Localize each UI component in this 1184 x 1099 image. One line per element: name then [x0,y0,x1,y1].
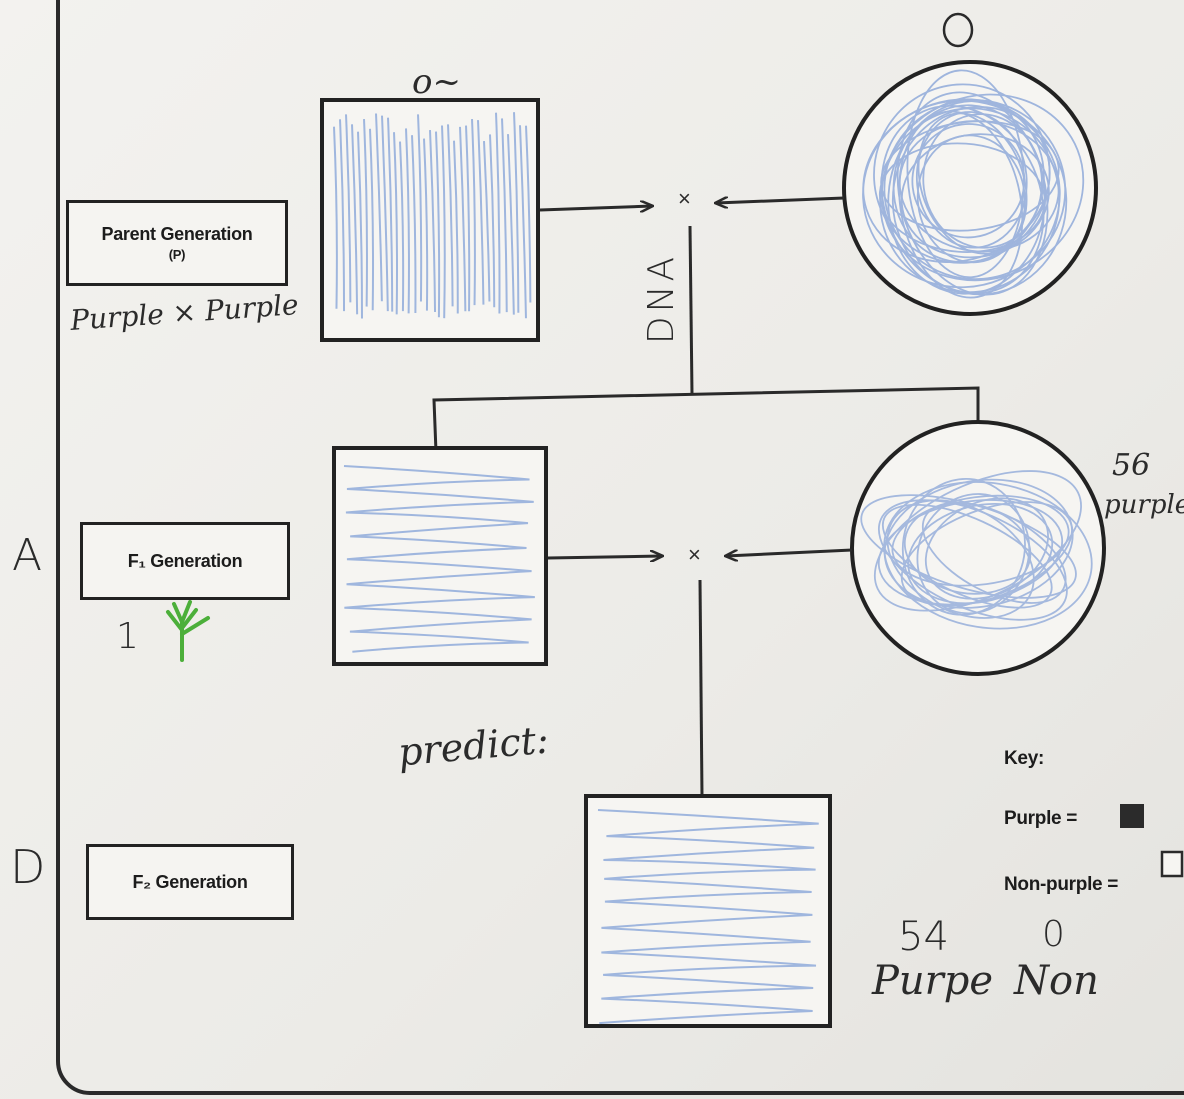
handwritten-margin-d: D [10,840,46,894]
worksheet-frame [56,0,1184,1095]
key-purple-label: Purple = [1004,808,1078,829]
f2-offspring-square [584,794,832,1028]
handwritten-count-f2-non-label: Non [1014,958,1099,1004]
parent-arrow-right [716,196,845,203]
f1-cross-symbol: × [688,542,701,567]
f1-generation-title: F₁ Generation [127,550,243,571]
f2-generation-label: F₂ Generation [86,844,294,920]
descent-line-p [688,225,694,395]
parent-generation-label: Parent Generation (P) [66,200,288,286]
f1-arrow-right [726,548,853,556]
f1-male-square [332,446,548,666]
handwritten-count-f2-purple: 54 [898,914,949,960]
handwritten-count-f1: 56 [1112,448,1151,483]
handwritten-f1-note: 1 [116,616,139,657]
handwritten-count-f2-purple-label: Purpe [872,958,994,1004]
parent-female-circle [842,60,1098,316]
parent-male-square [320,98,540,342]
green-plant-doodle [166,600,210,662]
descent-line-f1 [698,579,704,797]
handwritten-count-f1-label: purple [1104,490,1184,520]
parent-cross-symbol: × [678,186,691,211]
parent-generation-title: Parent Generation [101,224,253,244]
parent-arrow-left [539,206,652,210]
f1-arrow-left [547,556,662,558]
handwritten-dna: DNA [641,252,683,345]
f1-generation-label: F₁ Generation [80,522,290,600]
sibship-line [432,386,980,453]
handwritten-count-f2-non: 0 [1042,914,1065,955]
f2-generation-title: F₂ Generation [132,871,248,892]
key-non-purple-swatch [1160,850,1184,878]
f1-female-circle [850,420,1106,676]
top-circle-mark [942,12,974,48]
handwritten-margin-a: A [12,530,43,581]
key-non-purple-label: Non-purple = [1004,874,1119,895]
key-title: Key: [1004,748,1044,769]
key-purple-swatch [1120,804,1144,828]
handwritten-top-square-mark: o~ [412,62,461,102]
parent-generation-subtitle: (P) [168,247,186,262]
